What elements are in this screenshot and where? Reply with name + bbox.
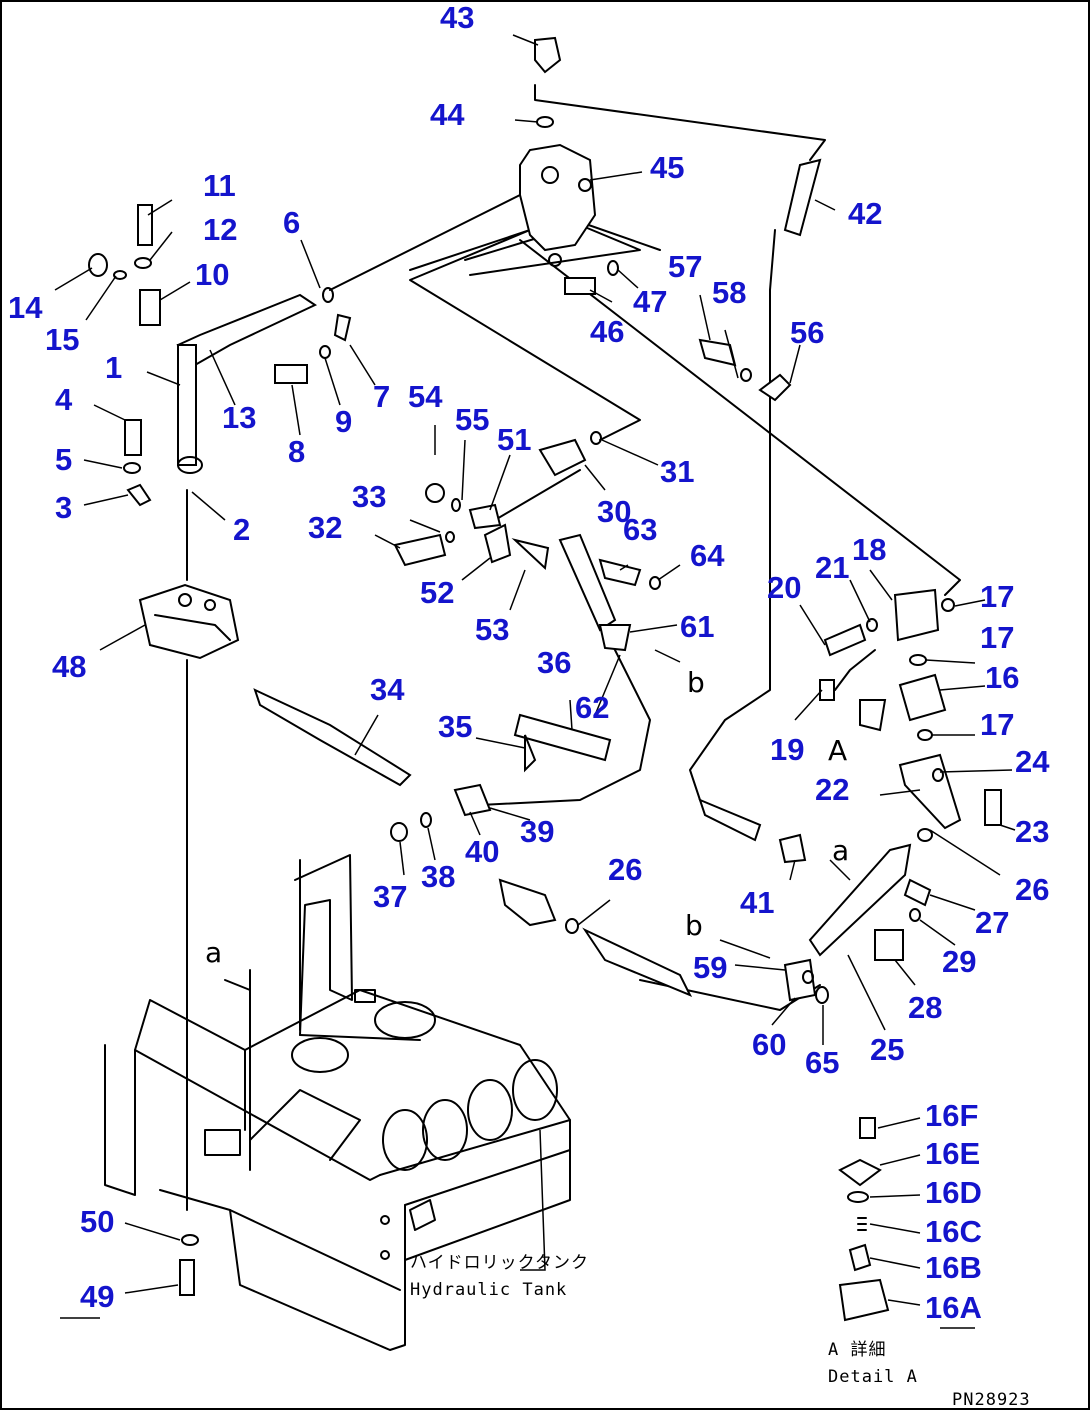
part-label-49[interactable]: 49 <box>80 1279 114 1314</box>
part-label-9[interactable]: 9 <box>335 404 352 439</box>
pipe-assembly-1-13 <box>139 289 318 474</box>
part-label-58[interactable]: 58 <box>712 275 746 310</box>
part-label-43[interactable]: 43 <box>440 0 474 35</box>
part-label-16c[interactable]: 16C <box>925 1214 982 1249</box>
part-label-16[interactable]: 16 <box>985 660 1019 695</box>
part-label-36[interactable]: 36 <box>537 645 571 680</box>
part-label-21[interactable]: 21 <box>815 550 849 585</box>
part-label-5[interactable]: 5 <box>55 442 72 477</box>
detail-label-jp: A 詳細 <box>828 1340 886 1360</box>
part-label-42[interactable]: 42 <box>848 196 882 231</box>
part-label-31[interactable]: 31 <box>660 454 694 489</box>
part-label-44[interactable]: 44 <box>430 97 465 132</box>
part-label-4[interactable]: 4 <box>55 382 73 417</box>
part-label-16d[interactable]: 16D <box>925 1175 982 1210</box>
part-label-53[interactable]: 53 <box>475 612 509 647</box>
connection-mark-a-tank: a <box>205 936 222 969</box>
part-label-18[interactable]: 18 <box>852 532 886 567</box>
part-label-29[interactable]: 29 <box>942 944 976 979</box>
part-label-11[interactable]: 11 <box>203 168 236 203</box>
part-label-50[interactable]: 50 <box>80 1204 114 1239</box>
view-marker-a: A <box>828 734 847 767</box>
part-label-22[interactable]: 22 <box>815 772 849 807</box>
part-label-16a[interactable]: 16A <box>925 1290 982 1325</box>
part-label-61[interactable]: 61 <box>680 609 714 644</box>
part-label-38[interactable]: 38 <box>421 859 455 894</box>
part-label-64[interactable]: 64 <box>690 538 725 573</box>
part-label-59[interactable]: 59 <box>693 950 727 985</box>
part-label-6[interactable]: 6 <box>283 205 300 240</box>
hydraulic-tank <box>104 854 571 1351</box>
part-label-1[interactable]: 1 <box>105 350 122 385</box>
part-label-3[interactable]: 3 <box>55 490 72 525</box>
part-label-14[interactable]: 14 <box>8 290 43 325</box>
part-label-26-left[interactable]: 26 <box>608 852 642 887</box>
part-label-28[interactable]: 28 <box>908 990 942 1025</box>
part-label-17-top[interactable]: 17 <box>980 579 1014 614</box>
part-label-32[interactable]: 32 <box>308 510 342 545</box>
drawing-number: PN28923 <box>952 1390 1031 1410</box>
part-label-12[interactable]: 12 <box>203 212 237 247</box>
part-label-47[interactable]: 47 <box>633 284 667 319</box>
part-label-20[interactable]: 20 <box>767 570 801 605</box>
connection-mark-a-line: a <box>832 834 849 867</box>
valve-block-45 <box>519 143 597 267</box>
detail-label-en: Detail A <box>828 1367 918 1387</box>
part-label-54[interactable]: 54 <box>408 379 443 414</box>
leader-lines <box>54 34 1016 1329</box>
part-label-15[interactable]: 15 <box>45 322 79 357</box>
tank-label-jp: ハイドロリックタンク <box>410 1253 589 1273</box>
part-label-63[interactable]: 63 <box>623 512 657 547</box>
part-label-52[interactable]: 52 <box>420 575 454 610</box>
part-label-26-right[interactable]: 26 <box>1015 872 1049 907</box>
part-label-25[interactable]: 25 <box>870 1032 904 1067</box>
detail-a-parts <box>838 1117 890 1322</box>
part-label-7[interactable]: 7 <box>373 379 390 414</box>
part-label-2[interactable]: 2 <box>233 512 250 547</box>
tank-label-en: Hydraulic Tank <box>410 1280 567 1300</box>
part-label-10[interactable]: 10 <box>195 257 229 292</box>
part-label-24[interactable]: 24 <box>1015 744 1050 779</box>
part-label-27[interactable]: 27 <box>975 905 1009 940</box>
part-label-51[interactable]: 51 <box>497 422 531 457</box>
part-label-35[interactable]: 35 <box>438 709 472 744</box>
part-label-62[interactable]: 62 <box>575 690 609 725</box>
part-label-23[interactable]: 23 <box>1015 814 1049 849</box>
part-label-41[interactable]: 41 <box>740 885 774 920</box>
part-labels: 1 2 3 4 5 6 7 8 9 10 11 12 13 14 15 16 1… <box>8 0 1050 1325</box>
hydraulic-lines <box>184 84 961 1211</box>
part-label-33[interactable]: 33 <box>352 479 386 514</box>
part-label-34[interactable]: 34 <box>370 672 405 707</box>
part-label-57[interactable]: 57 <box>668 249 702 284</box>
part-label-8[interactable]: 8 <box>288 434 305 469</box>
part-label-60[interactable]: 60 <box>752 1027 786 1062</box>
part-label-30[interactable]: 30 <box>597 494 631 529</box>
part-label-48[interactable]: 48 <box>52 649 86 684</box>
part-label-16e[interactable]: 16E <box>925 1136 980 1171</box>
connection-mark-b-upper: b <box>687 666 705 699</box>
part-label-17-bottom[interactable]: 17 <box>980 707 1014 742</box>
part-label-39[interactable]: 39 <box>520 814 554 849</box>
part-label-55[interactable]: 55 <box>455 402 489 437</box>
connection-marks: a a b b A <box>205 666 849 969</box>
part-label-37[interactable]: 37 <box>373 879 407 914</box>
control-valve-48 <box>138 583 240 660</box>
part-label-56[interactable]: 56 <box>790 315 824 350</box>
part-label-65[interactable]: 65 <box>805 1045 839 1080</box>
small-parts <box>88 36 1002 1296</box>
annotations: ハイドロリックタンク Hydraulic Tank A 詳細 Detail A … <box>410 1253 1031 1410</box>
part-label-45[interactable]: 45 <box>650 150 684 185</box>
part-label-13[interactable]: 13 <box>222 400 256 435</box>
part-label-16f[interactable]: 16F <box>925 1098 978 1133</box>
part-label-16b[interactable]: 16B <box>925 1250 982 1285</box>
part-label-19[interactable]: 19 <box>770 732 804 767</box>
part-label-17-mid[interactable]: 17 <box>980 620 1014 655</box>
part-label-40[interactable]: 40 <box>465 834 499 869</box>
part-label-46[interactable]: 46 <box>590 314 624 349</box>
connection-mark-b-lower: b <box>685 909 703 942</box>
